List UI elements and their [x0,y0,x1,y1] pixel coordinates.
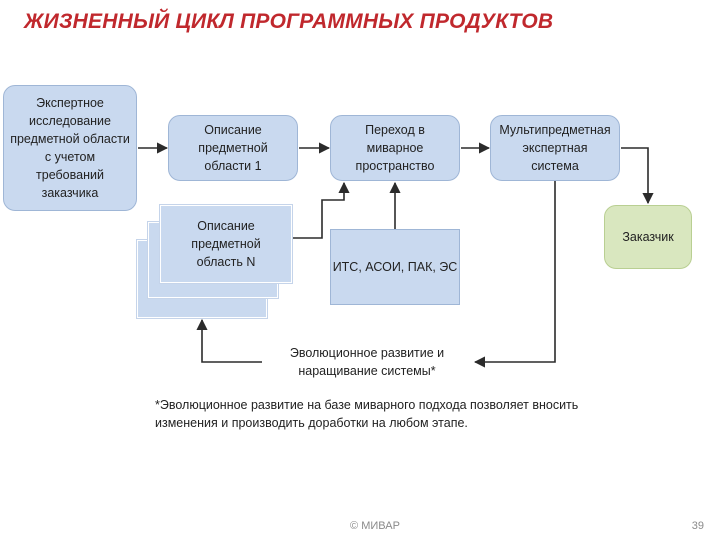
evolution-footnote: *Эволюционное развитие на базе миварного… [155,398,579,430]
arrow-feedback-to-evolution [473,181,556,368]
systems-box: ИТС, АСОИ, ПАК, ЭС [330,229,460,305]
systems-label: ИТС, АСОИ, ПАК, ЭС [332,260,458,274]
multi-expert-system-box: Мультипредметная экспертная система [490,115,620,181]
mivar-transition-label: Переход в миварное пространство [355,123,435,173]
domain-description-n-box: Описание предметной область N [160,205,292,283]
copyright-text: © МИВАР [350,520,400,532]
expert-study-box: Экспертное исследование предметной облас… [3,85,137,211]
expert-study-label: Экспертное исследование предметной облас… [10,96,130,200]
evolution-label: Эволюционное развитие и наращивание сист… [289,346,445,378]
domain-description-n-label: Описание предметной область N [191,219,261,269]
arrow-description-n-to-transition [293,181,350,239]
domain-description-1-label: Описание предметной области 1 [198,123,268,173]
customer-box: Заказчик [604,205,692,269]
domain-description-1-box: Описание предметной области 1 [168,115,298,181]
arrow-evolution-to-description-n [196,318,262,363]
mivar-transition-box: Переход в миварное пространство [330,115,460,181]
page-number: 39 [691,520,704,532]
multi-expert-system-label: Мультипредметная экспертная система [499,123,611,173]
slide-title: ЖИЗНЕННЫЙ ЦИКЛ ПРОГРАММНЫХ ПРОДУКТОВ [24,10,554,33]
arrow-expert-system-to-customer [621,147,654,205]
customer-label: Заказчик [622,230,674,244]
